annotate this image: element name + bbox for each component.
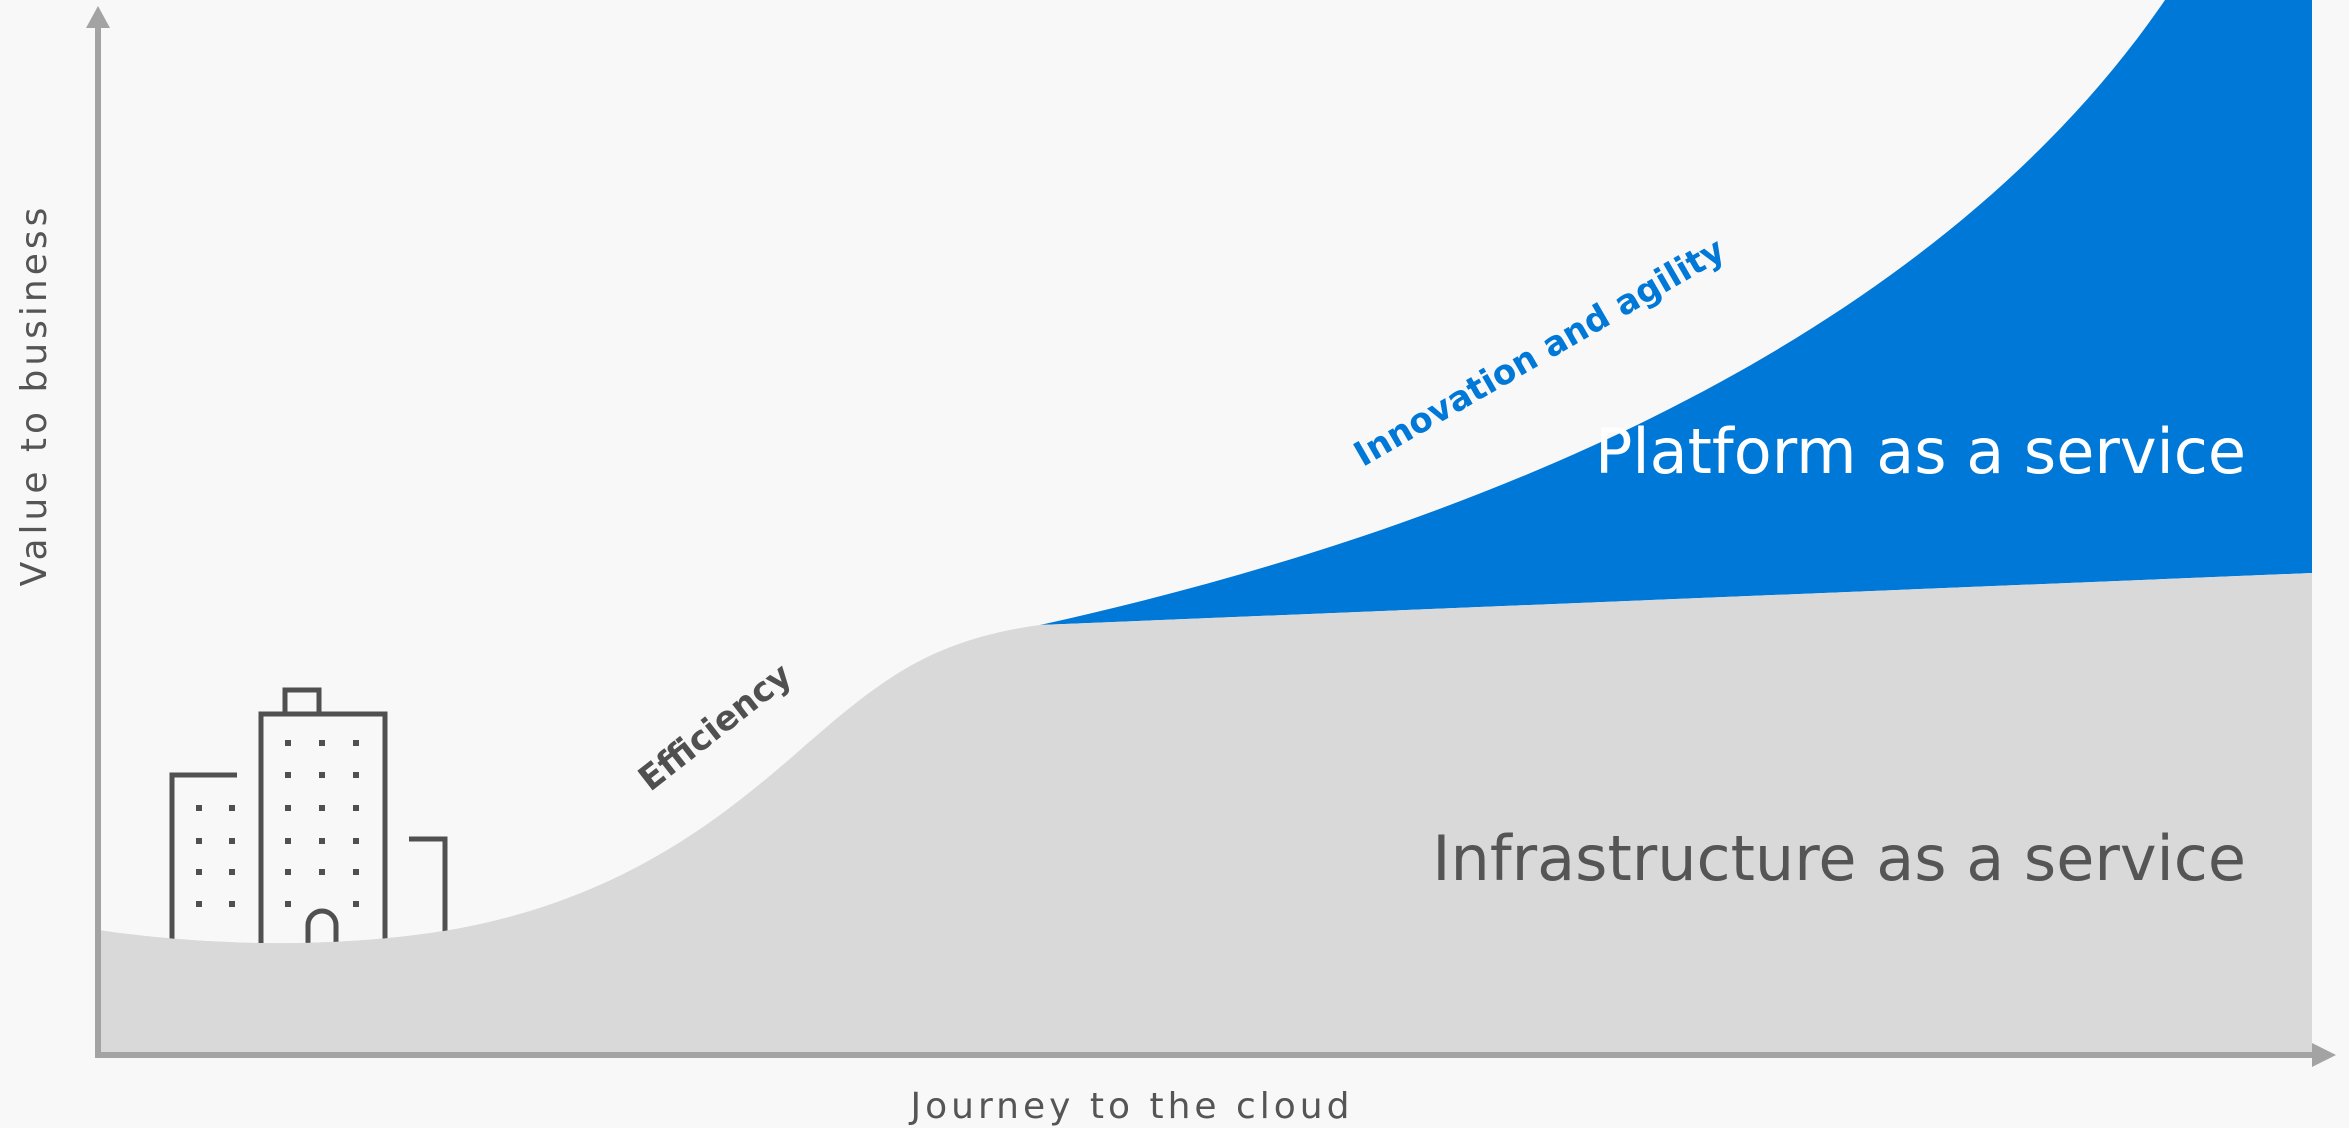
ground-overlay [98,930,450,960]
office-buildings-icon [169,687,448,943]
iaas-region [98,573,2312,1055]
y-axis-arrowhead [86,6,110,28]
y-axis-title: Value to business [14,204,55,587]
x-axis-arrowhead [2312,1043,2336,1067]
x-axis-title: Journey to the cloud [909,1086,1354,1127]
paas-label: Platform as a service [1595,415,2246,488]
paas-region [1040,0,2312,625]
iaas-label: Infrastructure as a service [1432,822,2246,895]
